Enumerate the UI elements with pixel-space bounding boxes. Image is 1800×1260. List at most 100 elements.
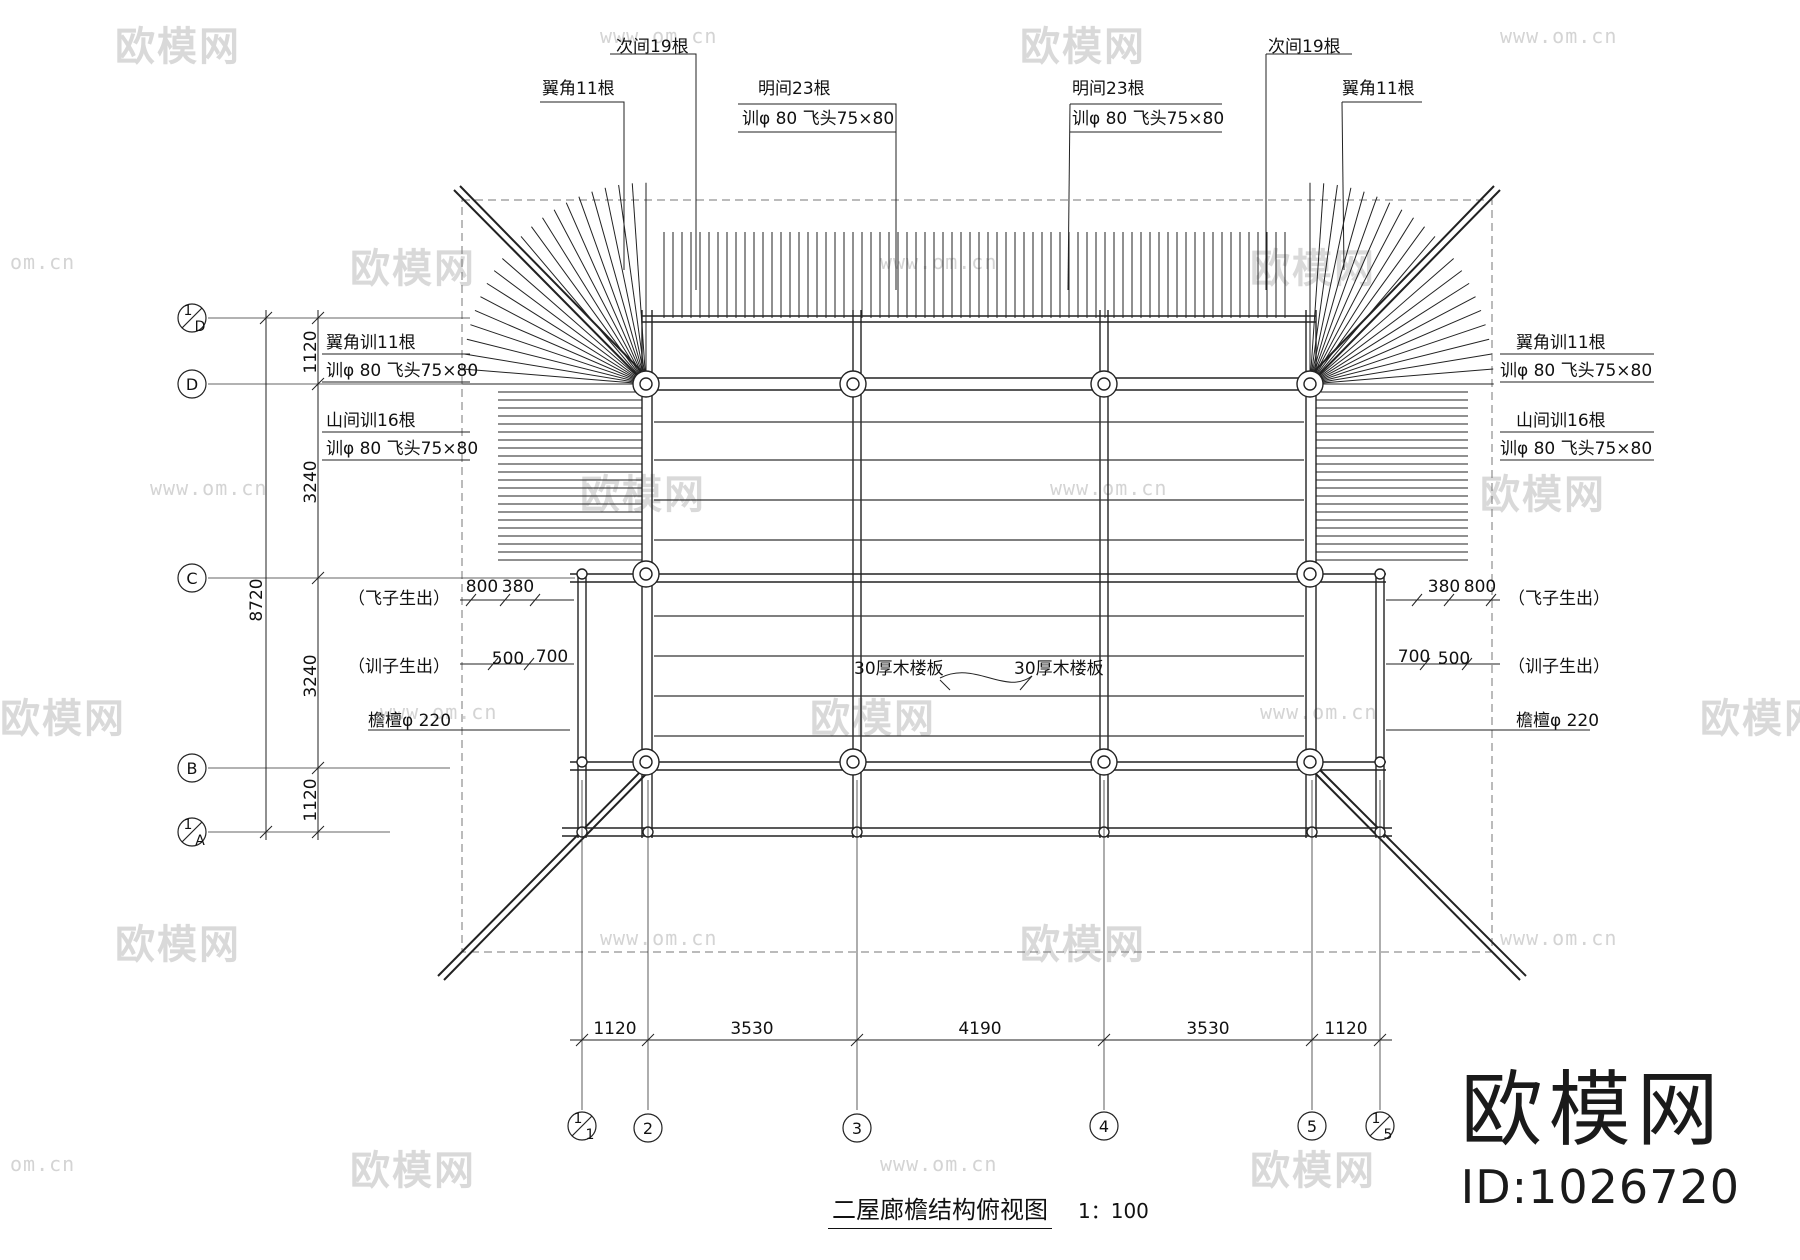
column-core — [639, 755, 653, 769]
watermark-url: www.om.cn — [600, 24, 718, 48]
eave-dim-left-500: 500 — [492, 649, 524, 669]
bubble-row-1d-den: D — [195, 319, 206, 335]
note-corner-rafters-top-right: 翼角11根 — [1342, 79, 1415, 99]
watermark-logo: 欧模网 — [1700, 696, 1800, 742]
bubble-col-1-1-num: 1 — [574, 1111, 583, 1127]
eave-dim-left-700: 700 — [536, 647, 568, 667]
grid-bubble-row-d — [177, 369, 207, 399]
corner-rafter-top-left — [466, 338, 647, 385]
column-core — [1303, 377, 1317, 391]
column-core — [1303, 567, 1317, 581]
drawing-scale: 1：100 — [1078, 1199, 1149, 1223]
corner-rafter-top-right — [1309, 183, 1325, 385]
dim-bottom-1: 1120 — [593, 1019, 636, 1039]
corner-rafter-top-left — [462, 368, 647, 385]
gable-rafter-group — [498, 391, 1468, 561]
drawing-title: 二屋廊檐结构俯视图 1：100 — [828, 1190, 1149, 1229]
bubble-col-3: 3 — [852, 1119, 862, 1138]
eave-dimensions — [460, 593, 1500, 671]
corner-rafter-top-left — [553, 209, 647, 385]
left-dimension-chain — [259, 310, 325, 840]
brand-logo: 欧模网 — [1460, 1063, 1725, 1158]
post — [576, 756, 588, 768]
corner-rafter-top-right — [1309, 270, 1463, 385]
watermark-logo: 欧模网 — [115, 922, 241, 968]
watermark-url: www.om.cn — [1500, 926, 1618, 950]
corner-rafter-top-left — [493, 270, 647, 385]
floor-joists — [654, 421, 1304, 737]
corner-rafter-top-left — [502, 258, 647, 385]
bubble-col-5: 5 — [1307, 1117, 1317, 1136]
note-center-bay-rafters-left: 明间23根 — [758, 79, 831, 99]
corner-rafter-top-right — [1309, 191, 1365, 385]
corner-rafter-top-left — [578, 196, 647, 385]
bubble-col-1-1-den: 1 — [586, 1127, 595, 1143]
watermark-logo: 欧模网 — [1020, 24, 1146, 70]
note-center-bay-spec-right: 训φ 80 飞头75×80 — [1072, 109, 1224, 129]
dim-left-3: 3240 — [301, 654, 321, 697]
watermark-logo: 欧模网 — [350, 1148, 476, 1194]
note-gable-spec-left: 训φ 80 飞头75×80 — [326, 439, 478, 459]
note-center-bay-rafters-right: 明间23根 — [1072, 79, 1145, 99]
hip-beam-bottom-left — [437, 763, 649, 977]
row-bubbles — [177, 303, 207, 847]
leader-lines — [322, 53, 1654, 731]
eave-dim-right-380: 380 — [1428, 577, 1460, 597]
note-flying-rafter-overhang-left: （飞子生出） — [348, 589, 450, 609]
corner-rafter-top-left — [474, 310, 647, 385]
corner-rafter-top-right — [1309, 217, 1414, 385]
watermark-url: om.cn — [10, 250, 76, 274]
corner-rafter-top-left — [565, 202, 647, 385]
corner-rafter-top-right — [1309, 353, 1492, 385]
corner-rafter-top-left — [591, 191, 647, 385]
corner-rafter-top-right — [1309, 310, 1482, 385]
watermark-url: www.om.cn — [1500, 24, 1618, 48]
note-corner-spec-left: 训φ 80 飞头75×80 — [326, 361, 478, 381]
note-floor-board-left: 30厚木楼板 — [854, 659, 944, 679]
note-side-bay-rafters-top-right: 次间19根 — [1268, 37, 1341, 57]
corner-rafter-top-left — [604, 187, 647, 385]
watermark-logo: 欧模网 — [350, 246, 476, 292]
column-group — [576, 370, 1386, 838]
bubble-col-4: 4 — [1099, 1117, 1109, 1136]
corner-rafter-top-left — [520, 236, 647, 385]
bubble-row-1a-num: 1 — [184, 817, 193, 833]
corner-rafter-top-left — [480, 296, 647, 385]
corner-rafter-top-right — [1309, 282, 1470, 385]
corner-rafter-top-left — [486, 282, 647, 385]
corner-rafter-top-left — [531, 226, 647, 385]
watermark-logo: 欧模网 — [115, 24, 241, 70]
eave-dim-left-380: 380 — [502, 577, 534, 597]
corner-rafter-top-right — [1309, 324, 1486, 385]
column-core — [1097, 377, 1111, 391]
watermark-logo: 欧模网 — [810, 696, 936, 742]
dim-bottom-4: 3530 — [1186, 1019, 1229, 1039]
corner-rafter-top-left — [542, 217, 647, 385]
eave-dim-right-500: 500 — [1438, 649, 1470, 669]
note-corner-rafters-top-left: 翼角11根 — [542, 79, 615, 99]
purlins — [562, 310, 1392, 838]
column-bubbles — [567, 1111, 1395, 1143]
dim-left-1: 1120 — [301, 330, 321, 373]
watermark-url: www.om.cn — [880, 250, 998, 274]
drawing-title-main: 二屋廊檐结构俯视图 — [828, 1196, 1052, 1229]
column-core — [639, 377, 653, 391]
note-floor-board-right: 30厚木楼板 — [1014, 659, 1104, 679]
corner-rafter-top-right — [1309, 296, 1476, 385]
corner-rafter-top-right — [1309, 187, 1352, 385]
note-corner-spec-right: 训φ 80 飞头75×80 — [1500, 361, 1652, 381]
bubble-row-c: C — [186, 569, 197, 588]
dim-left-total: 8720 — [247, 578, 267, 621]
note-eave-purlin-right: 檐檀φ 220 — [1516, 711, 1599, 731]
bubble-row-b: B — [187, 759, 198, 778]
watermark-url: www.om.cn — [380, 700, 498, 724]
corner-rafter-top-left — [631, 183, 647, 385]
watermark-url: www.om.cn — [600, 926, 718, 950]
watermark-url: www.om.cn — [150, 476, 268, 500]
corner-rafter-top-right — [1309, 209, 1403, 385]
column-core — [639, 567, 653, 581]
grid-bubble-row-c — [177, 563, 207, 593]
watermark-logo: 欧模网 — [1480, 472, 1606, 518]
note-gable-rafters-right: 山间训16根 — [1516, 411, 1606, 431]
